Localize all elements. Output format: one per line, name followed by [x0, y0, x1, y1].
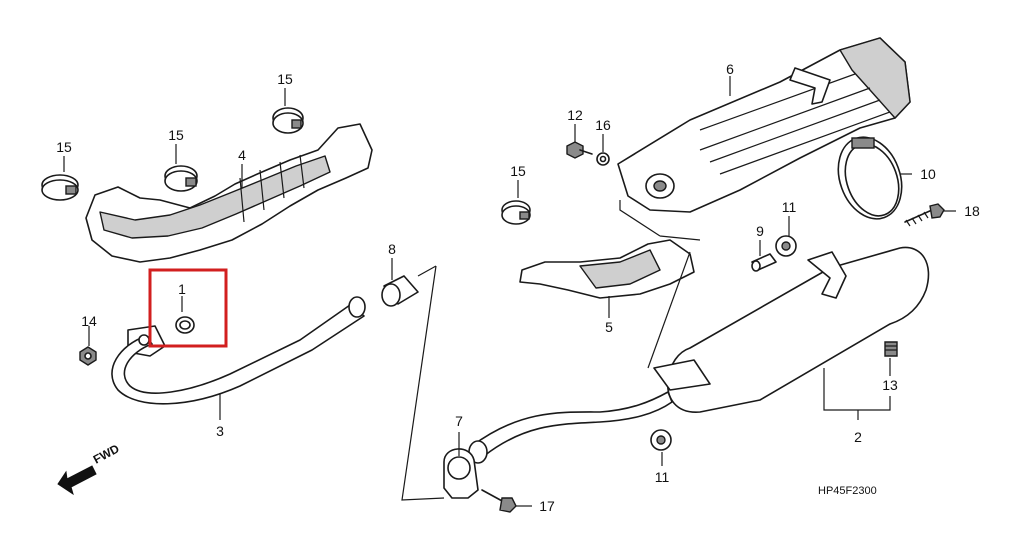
fwd-arrow: FWD	[57, 441, 122, 496]
callout-15-d: 15	[510, 163, 526, 179]
part-8-collar	[381, 275, 419, 307]
leader-lines	[63, 76, 956, 507]
part-16-washer	[596, 152, 610, 166]
part-11-grommet-a	[775, 235, 797, 257]
part-4-heat-shield	[85, 123, 373, 263]
callout-13: 13	[882, 377, 898, 393]
part-7-clamp	[443, 448, 479, 499]
part-10-band	[837, 136, 903, 220]
part-15-clamp-b	[164, 165, 198, 192]
callout-15-a: 15	[56, 139, 72, 155]
part-15-clamp-a	[41, 174, 79, 201]
part-9-collar	[751, 253, 777, 272]
callout-5: 5	[605, 319, 613, 335]
part-1-gasket	[175, 316, 195, 334]
callout-3: 3	[216, 423, 224, 439]
callout-1: 1	[178, 281, 186, 297]
callout-7: 7	[455, 413, 463, 429]
part-15-clamp-c	[272, 107, 304, 134]
part-6-muffler-protector	[617, 37, 911, 213]
callout-2: 2	[854, 429, 862, 445]
callout-12: 12	[567, 107, 583, 123]
part-18-bolt	[904, 203, 945, 227]
part-11-grommet-b	[650, 429, 672, 451]
callout-11-lower: 11	[655, 469, 670, 485]
callout-4: 4	[238, 147, 246, 163]
callout-9: 9	[756, 223, 764, 239]
callout-15-c: 15	[277, 71, 293, 87]
highlight-box	[148, 268, 228, 348]
diagram-code: HP45F2300	[818, 485, 877, 497]
callout-8: 8	[388, 241, 396, 257]
part-14-nut	[79, 346, 97, 366]
callout-labels: 1 2 3 4 5 6 7 8 9 10 11 11 12 13 14 15 1…	[56, 61, 980, 514]
fwd-label: FWD	[91, 441, 122, 466]
part-13-nut	[884, 341, 898, 357]
part-2-muffler	[468, 246, 930, 464]
part-5-heat-shield	[519, 239, 695, 299]
callout-15-b: 15	[168, 127, 184, 143]
part-12-bolt	[566, 141, 593, 159]
callout-17: 17	[539, 498, 555, 514]
part-3-exhaust-pipe	[111, 296, 366, 405]
part-15-clamp-d	[501, 200, 531, 225]
callout-10: 10	[920, 166, 936, 182]
callout-6: 6	[726, 61, 734, 77]
callout-14: 14	[81, 313, 97, 329]
fwd-arrow-icon	[57, 465, 97, 496]
callout-11-upper: 11	[782, 199, 797, 215]
part-17-bolt	[481, 489, 517, 513]
callout-18: 18	[964, 203, 980, 219]
callout-16: 16	[595, 117, 611, 133]
